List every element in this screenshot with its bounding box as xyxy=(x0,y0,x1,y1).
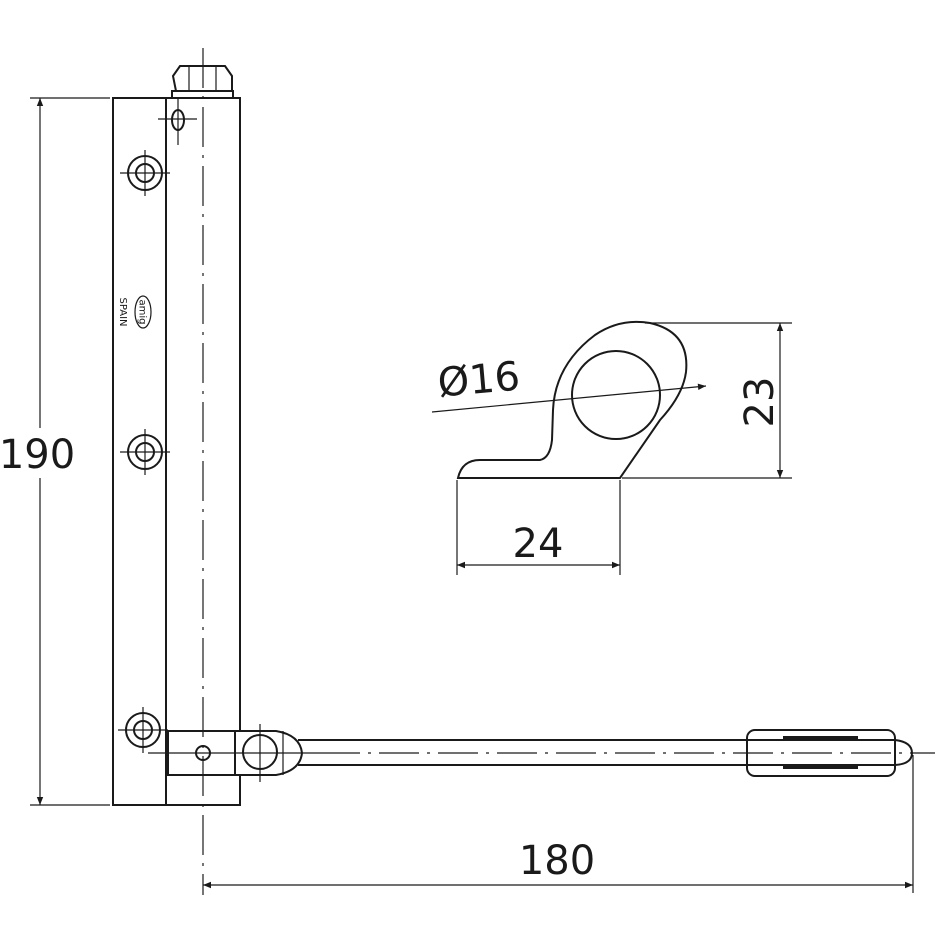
dimension-label-180: 180 xyxy=(519,838,595,884)
screw-hole xyxy=(120,150,170,196)
dimension-height: 190 xyxy=(0,97,110,806)
arm xyxy=(148,724,935,782)
spain-marking: SPAIN xyxy=(117,297,128,326)
logo-text: amig xyxy=(137,300,148,325)
end-fitting xyxy=(746,729,896,777)
door-closer-body xyxy=(112,48,241,895)
eye-profile xyxy=(456,320,688,479)
eye-hole xyxy=(571,350,661,440)
eye-detail: Ø16 23 24 xyxy=(431,320,792,575)
dimension-label-190: 190 xyxy=(0,432,75,478)
brand-logo: amig xyxy=(134,295,152,329)
dimension-label-24: 24 xyxy=(513,521,564,567)
screw-hole xyxy=(120,429,170,475)
dimension-label-diameter: Ø16 xyxy=(436,354,522,407)
rod-end xyxy=(894,739,914,766)
screw-hole xyxy=(118,707,168,753)
dimension-arm-length: 180 xyxy=(203,755,914,893)
screw-holes xyxy=(118,150,170,753)
dimension-label-23: 23 xyxy=(737,377,783,428)
